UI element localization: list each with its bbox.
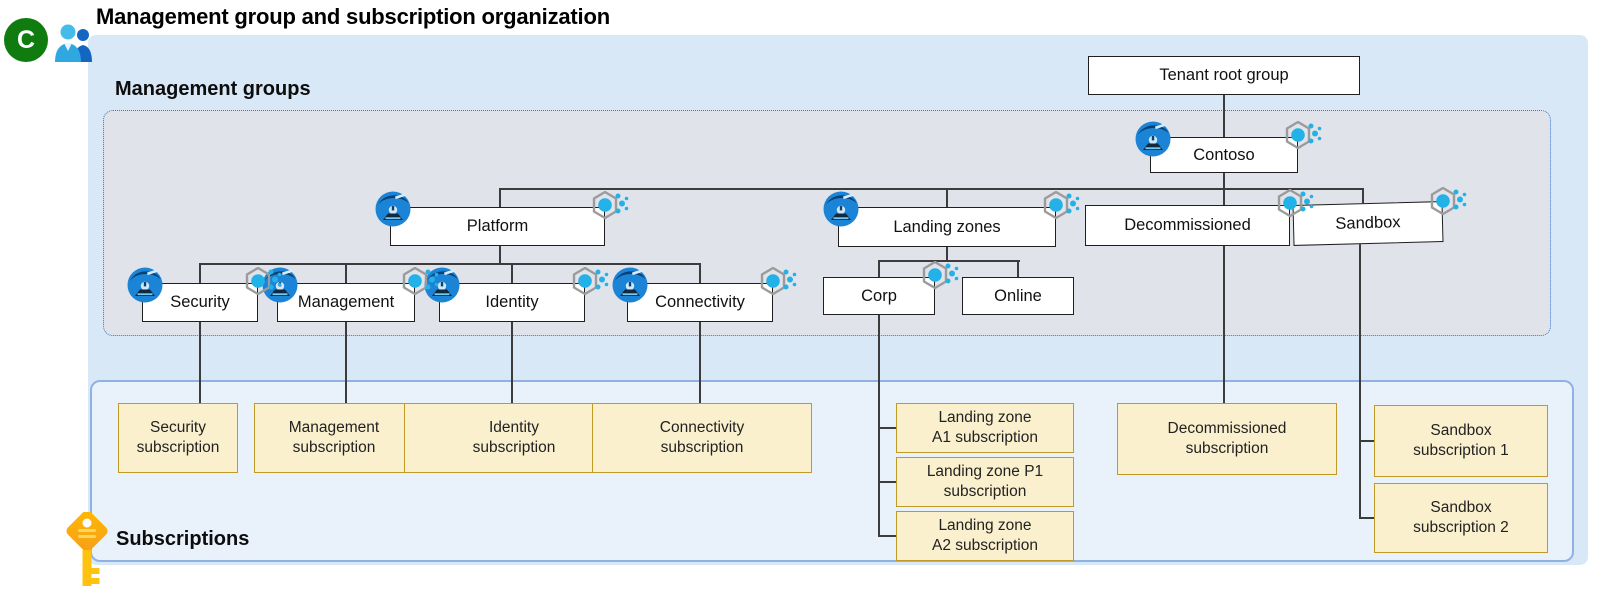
connector-line — [510, 322, 514, 403]
connector-line — [1358, 244, 1362, 519]
connector-line — [498, 187, 502, 208]
connector-line — [877, 259, 881, 278]
subscription-box-connectivity: Connectivity subscription — [592, 403, 812, 473]
node-label: Contoso — [1193, 145, 1255, 164]
subscription-label: Landing zone P1 subscription — [926, 462, 1044, 500]
subscription-box-sandbox-2: Sandbox subscription 2 — [1374, 483, 1548, 553]
subscription-box-identity: Identity subscription — [404, 403, 624, 473]
connector-line — [877, 426, 897, 430]
connector-line — [1222, 173, 1226, 403]
node-online: Online — [962, 277, 1074, 315]
subscription-label: Sandbox subscription 1 — [1413, 421, 1509, 459]
node-decommissioned: Decommissioned — [1085, 205, 1290, 246]
connector-line — [1358, 516, 1375, 520]
connector-line — [698, 322, 702, 403]
subscription-box-security: Security subscription — [118, 403, 238, 473]
connector-line — [1016, 259, 1020, 278]
node-identity: Identity — [439, 283, 585, 322]
connector-line — [945, 246, 949, 262]
connector-line — [877, 259, 1020, 263]
subscription-label: Security subscription — [136, 418, 220, 456]
node-sandbox: Sandbox — [1292, 201, 1444, 246]
node-label: Online — [994, 286, 1042, 305]
subscription-box-decommissioned: Decommissioned subscription — [1117, 403, 1337, 475]
subscription-box-sandbox-1: Sandbox subscription 1 — [1374, 405, 1548, 477]
subscription-label: Landing zone A1 subscription — [932, 408, 1038, 446]
connector-line — [698, 262, 702, 284]
node-label: Connectivity — [655, 293, 745, 311]
management-groups-heading: Management groups — [115, 78, 311, 100]
subscription-label: Identity subscription — [472, 418, 556, 456]
node-label: Sandbox — [1335, 213, 1401, 233]
node-platform: Platform — [390, 207, 605, 246]
connector-line — [344, 322, 348, 403]
node-corp: Corp — [823, 277, 935, 315]
connector-line — [1358, 439, 1375, 443]
connector-line — [945, 187, 949, 208]
subscription-label: Landing zone A2 subscription — [932, 516, 1038, 554]
subscription-label: Sandbox subscription 2 — [1413, 498, 1509, 536]
node-label: Landing zones — [893, 217, 1001, 236]
connector-line — [877, 315, 881, 537]
subscription-label: Decommissioned subscription — [1167, 419, 1287, 457]
subscription-label: Management subscription — [288, 418, 380, 456]
connector-line — [344, 262, 348, 284]
subscription-box-landing-zone-p1: Landing zone P1 subscription — [896, 457, 1074, 507]
letter-c-badge: C — [4, 18, 48, 62]
node-management: Management — [277, 283, 415, 322]
page-title: Management group and subscription organi… — [96, 4, 610, 29]
node-label: Identity — [485, 293, 539, 311]
connector-line — [877, 480, 897, 484]
node-security: Security — [142, 283, 258, 322]
connector-line — [198, 322, 202, 403]
node-label: Platform — [466, 217, 529, 235]
connector-line — [198, 262, 202, 284]
connector-line — [510, 262, 514, 284]
connector-line — [877, 534, 897, 538]
connector-line — [498, 187, 1364, 191]
connector-line — [198, 262, 702, 266]
connector-line — [1361, 187, 1365, 206]
subscription-label: Connectivity subscription — [659, 418, 745, 456]
connector-line — [498, 246, 502, 264]
node-connectivity: Connectivity — [627, 283, 773, 322]
node-landing-zones: Landing zones — [838, 207, 1056, 247]
node-contoso: Contoso — [1150, 137, 1298, 173]
subscription-box-landing-zone-a1: Landing zone A1 subscription — [896, 403, 1074, 453]
subscriptions-heading: Subscriptions — [116, 528, 250, 550]
node-label: Decommissioned — [1124, 216, 1251, 234]
node-label: Corp — [861, 286, 897, 305]
subscription-box-management: Management subscription — [254, 403, 414, 473]
node-label: Security — [170, 293, 230, 311]
node-label: Management — [297, 293, 395, 311]
connector-line — [1222, 95, 1226, 138]
subscription-box-landing-zone-a2: Landing zone A2 subscription — [896, 511, 1074, 561]
node-tenant-root-group: Tenant root group — [1088, 56, 1360, 95]
badge-letter: C — [16, 25, 36, 54]
node-label: Tenant root group — [1159, 66, 1289, 84]
